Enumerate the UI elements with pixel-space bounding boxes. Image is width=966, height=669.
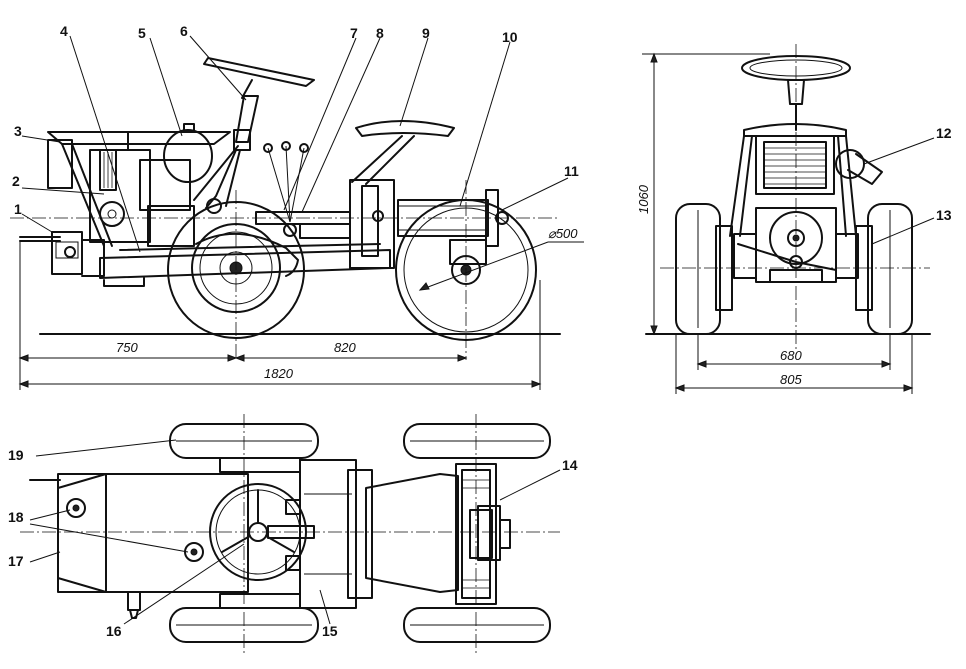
hopper-top	[29, 473, 249, 619]
dim-height: 1060	[636, 184, 651, 214]
dim-overall-width: 805	[780, 372, 802, 387]
rear-axle-side	[349, 179, 509, 269]
callout-2: 2	[12, 173, 20, 189]
callout-19: 19	[8, 447, 24, 463]
callout-10: 10	[502, 29, 518, 45]
callout-17: 17	[8, 553, 24, 569]
callout-9: 9	[422, 25, 430, 41]
control-levers-side	[255, 141, 351, 239]
radiator-front	[729, 123, 857, 237]
callout-4: 4	[60, 23, 68, 39]
callout-15: 15	[322, 623, 338, 639]
hopper-side	[47, 131, 231, 247]
engine-side	[89, 131, 195, 247]
rear-axle-top	[455, 463, 511, 605]
air-cleaner-front	[835, 149, 883, 185]
dim-rear-wheel-diameter: ⌀500	[548, 226, 578, 241]
callout-18: 18	[8, 509, 24, 525]
callout-3: 3	[14, 123, 22, 139]
dim-overall-length: 1820	[264, 366, 294, 381]
side-frame	[99, 243, 391, 287]
side-view: 750 820 1820 ⌀500 1 2 3 4 5 6 7 8 9 10 1…	[10, 23, 584, 390]
callout-14: 14	[562, 457, 578, 473]
front-dimensions	[642, 52, 914, 394]
callout-16: 16	[106, 623, 122, 639]
callout-7: 7	[350, 25, 358, 41]
top-callout-leaders	[29, 439, 561, 625]
front-view: 1060 680 805 12 13	[636, 44, 952, 394]
callout-13: 13	[936, 207, 952, 223]
transmission-top	[365, 473, 459, 593]
callout-12: 12	[936, 125, 952, 141]
dim-wheelbase: 820	[334, 340, 356, 355]
callout-6: 6	[180, 23, 188, 39]
side-dimensions	[18, 240, 584, 390]
callout-8: 8	[376, 25, 384, 41]
steering-side	[193, 57, 315, 214]
dim-front-overhang: 750	[116, 340, 138, 355]
callout-5: 5	[138, 25, 146, 41]
engine-housing-top	[299, 459, 373, 609]
dim-track: 680	[780, 348, 802, 363]
callout-11: 11	[564, 163, 579, 179]
top-view: 14 15 16 17 18 19	[8, 414, 578, 654]
fuel-tank-side	[163, 123, 213, 183]
seat-side	[351, 120, 455, 185]
side-callout-leaders	[21, 35, 569, 253]
callout-1: 1	[14, 201, 22, 217]
front-hitch-side	[19, 231, 105, 277]
